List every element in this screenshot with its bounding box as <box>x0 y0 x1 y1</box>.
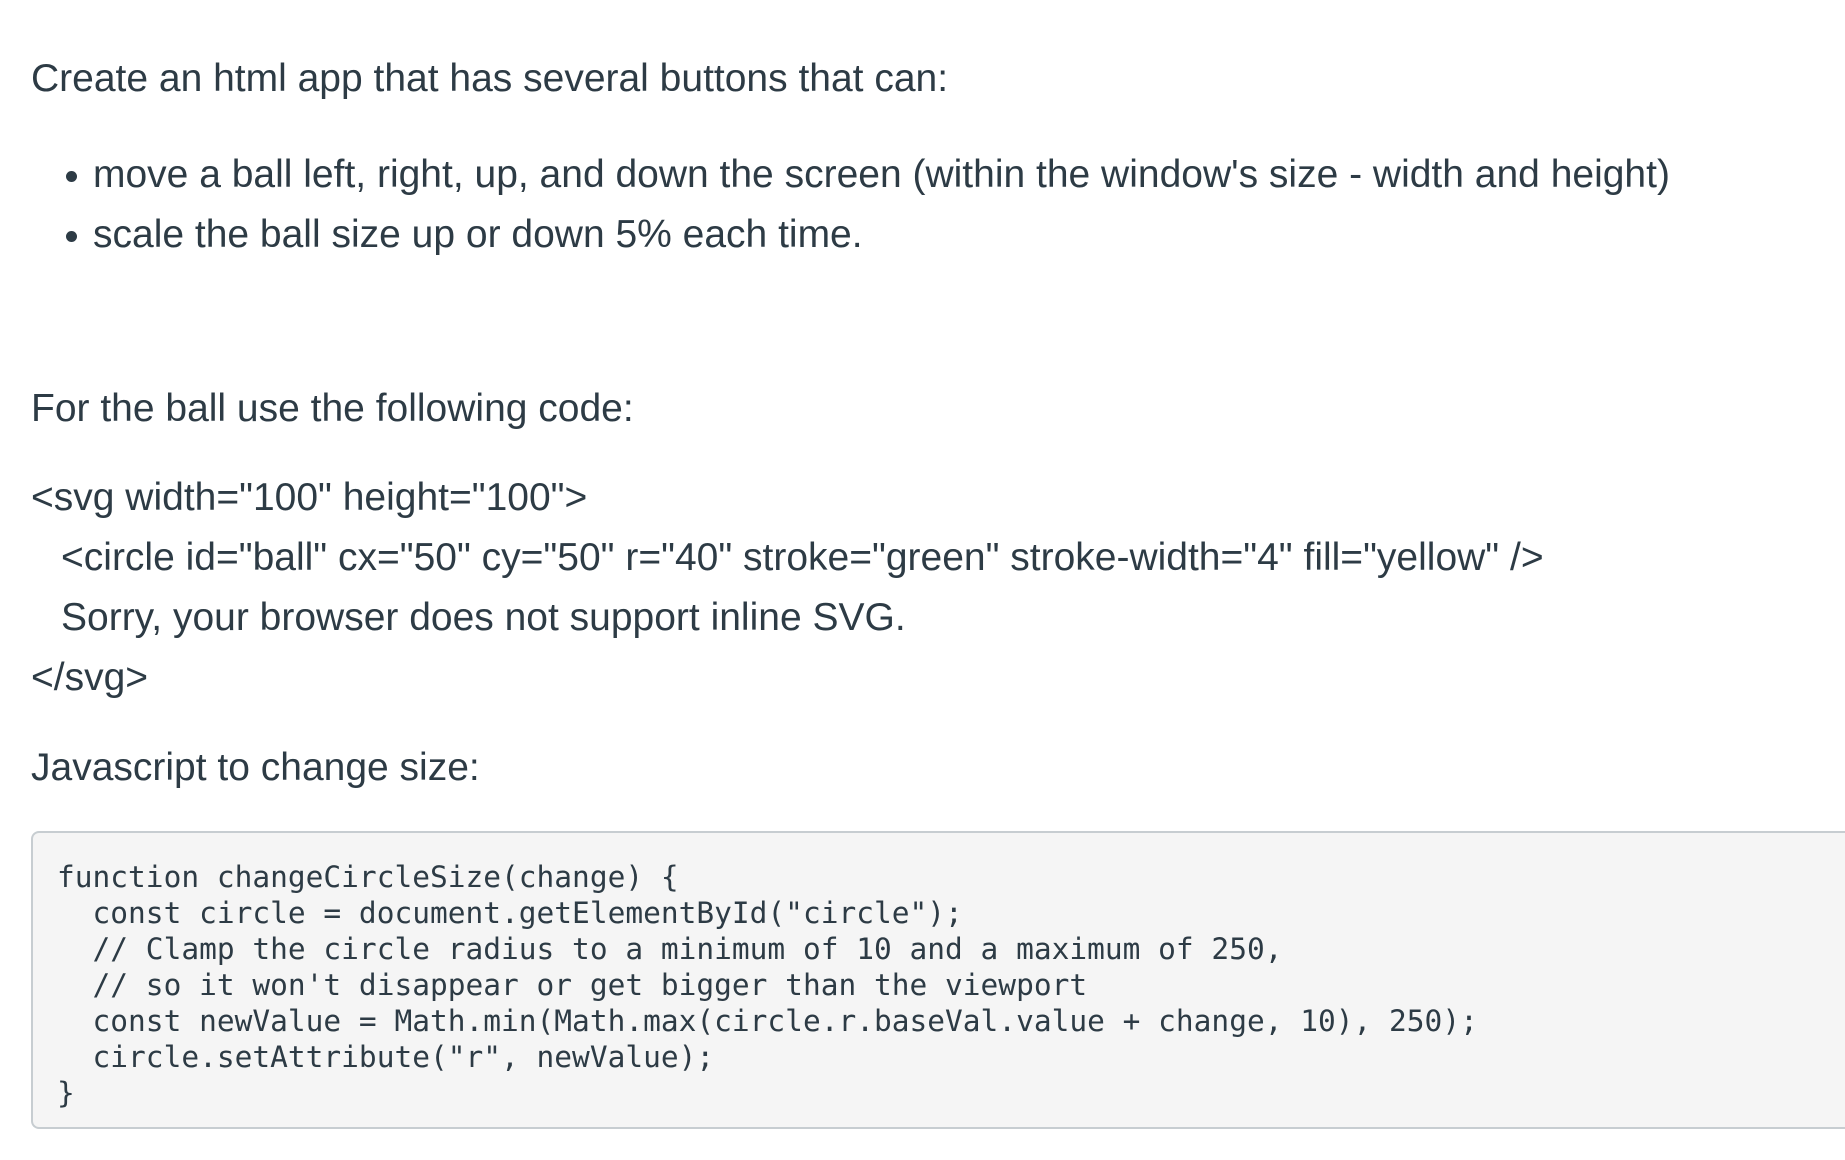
bullet-icon <box>66 231 77 242</box>
code-line: const circle = document.getElementById("… <box>57 896 963 930</box>
code-line: // Clamp the circle radius to a minimum … <box>57 932 1283 966</box>
svg-code-line: Sorry, your browser does not support inl… <box>61 596 906 639</box>
list-item-text: scale the ball size up or down 5% each t… <box>93 213 863 256</box>
list-item: move a ball left, right, up, and down th… <box>31 145 1670 205</box>
javascript-heading: Javascript to change size: <box>31 746 480 789</box>
code-block-content: function changeCircleSize(change) { cons… <box>33 833 1845 1111</box>
list-item-text: move a ball left, right, up, and down th… <box>93 153 1670 196</box>
intro-text: Create an html app that has several butt… <box>31 57 949 100</box>
list-item: scale the ball size up or down 5% each t… <box>31 205 1670 265</box>
svg-code-line: <svg width="100" height="100"> <box>31 476 588 519</box>
bullet-icon <box>66 171 77 182</box>
code-line: circle.setAttribute("r", newValue); <box>57 1040 715 1074</box>
code-line: const newValue = Math.min(Math.max(circl… <box>57 1004 1478 1038</box>
code-block: function changeCircleSize(change) { cons… <box>31 831 1845 1129</box>
code-line: function changeCircleSize(change) { <box>57 860 679 894</box>
assignment-content: Create an html app that has several butt… <box>31 0 1845 1160</box>
ball-code-heading: For the ball use the following code: <box>31 387 634 430</box>
svg-code-snippet: <svg width="100" height="100"> <circle i… <box>31 468 1544 708</box>
requirements-list: move a ball left, right, up, and down th… <box>31 145 1670 265</box>
svg-code-line: </svg> <box>31 656 149 699</box>
code-line: // so it won't disappear or get bigger t… <box>57 968 1088 1002</box>
svg-code-line: <circle id="ball" cx="50" cy="50" r="40"… <box>61 536 1544 579</box>
code-line: } <box>57 1076 75 1110</box>
